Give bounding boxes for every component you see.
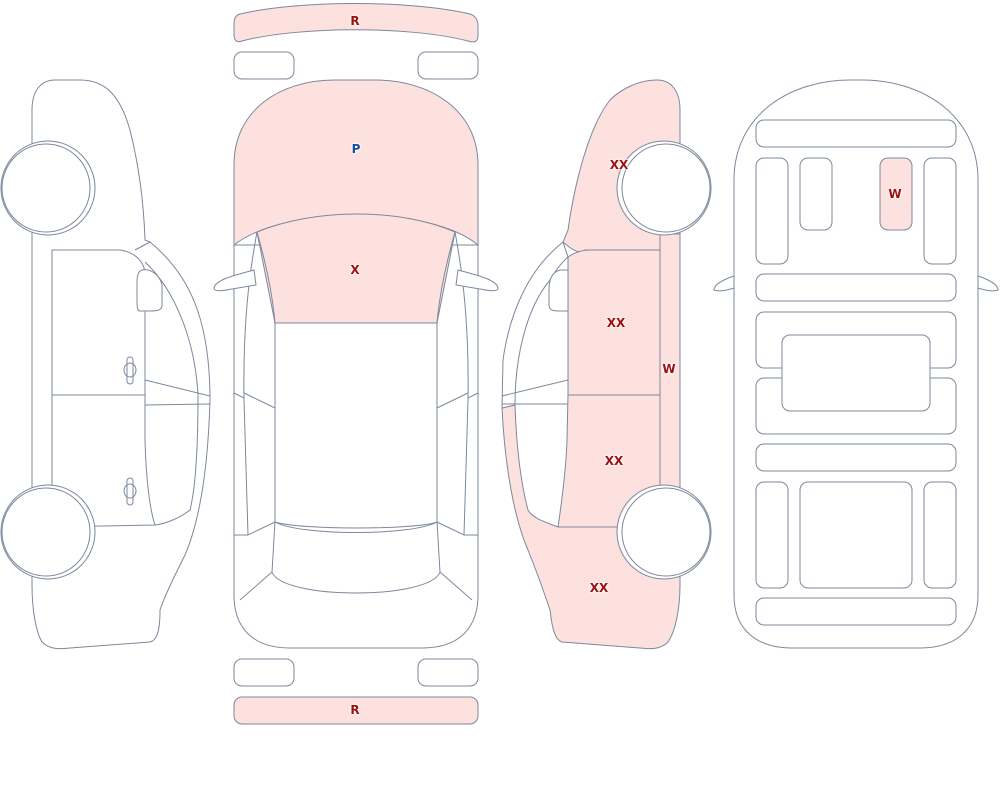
underbody-view	[713, 79, 999, 649]
rear-bumper-code: R	[350, 703, 360, 717]
underbody-left-front-rail[interactable]	[755, 157, 789, 265]
underbody-front-crossmember[interactable]	[755, 119, 957, 148]
left-window-pillar	[144, 261, 199, 526]
front-left-headlight[interactable]	[233, 51, 295, 80]
underbody-left-mirror	[713, 275, 735, 292]
left-sill-line-2	[144, 403, 211, 406]
underbody-right-front-rail[interactable]	[923, 157, 957, 265]
trunk[interactable]	[239, 571, 473, 601]
underbody-rear-panel[interactable]	[755, 597, 957, 626]
left-sill-line-1	[144, 379, 211, 397]
underbody-panel-code: W	[888, 187, 902, 201]
windshield-code: X	[350, 263, 360, 277]
top-trim-lines	[233, 392, 479, 536]
right-rear-door-code: XX	[604, 454, 624, 468]
underbody-left-rear-rail[interactable]	[755, 481, 789, 589]
left-rear-door[interactable]	[51, 394, 156, 528]
left-front-door[interactable]	[51, 249, 146, 396]
underbody-middle-crossmember[interactable]	[755, 273, 957, 302]
right-quarter-panel[interactable]	[501, 404, 681, 650]
rear-left-taillight[interactable]	[233, 658, 295, 687]
right-front-wheel[interactable]	[621, 143, 711, 233]
underbody-right-mirror	[977, 275, 999, 292]
right-rear-door[interactable]	[557, 394, 661, 528]
rear-bumper[interactable]	[233, 696, 479, 725]
left-mirror[interactable]	[136, 269, 163, 312]
left-front-wheel[interactable]	[1, 143, 91, 233]
underbody-left-inner-rail[interactable]	[799, 157, 833, 231]
right-mirror[interactable]	[548, 269, 569, 312]
right-quarter-panel-code: XX	[589, 581, 609, 595]
right-rocker-code: W	[662, 362, 676, 376]
right-rocker[interactable]	[659, 233, 681, 528]
left-rear-handle-ring	[123, 483, 137, 499]
underbody-rear-crossmember[interactable]	[755, 443, 957, 472]
front-bumper-code: R	[350, 14, 360, 28]
top-view	[213, 3, 499, 725]
left-front-handle-ring	[123, 362, 137, 378]
right-side-view	[501, 79, 712, 650]
roof[interactable]	[274, 322, 438, 529]
underbody-spare-tire-well[interactable]	[799, 481, 913, 589]
left-front-handle[interactable]	[126, 356, 134, 385]
left-a-pillar	[134, 241, 151, 251]
front-bumper[interactable]	[233, 3, 479, 43]
underbody-panel[interactable]	[879, 157, 913, 231]
rear-right-taillight[interactable]	[417, 658, 479, 687]
left-side-view	[0, 79, 211, 650]
right-body-outline	[501, 241, 569, 409]
top-left-mirror[interactable]	[213, 269, 257, 292]
right-front-fender-code: XX	[609, 158, 629, 172]
left-rear-wheel[interactable]	[1, 487, 91, 577]
right-sill-lines	[501, 379, 569, 405]
front-right-headlight[interactable]	[417, 51, 479, 80]
top-pillar-lines	[243, 392, 469, 409]
underbody-tunnel[interactable]	[781, 334, 931, 412]
left-rear-handle[interactable]	[126, 477, 134, 506]
right-front-door-code: XX	[606, 316, 626, 330]
top-right-mirror[interactable]	[455, 269, 499, 292]
underbody-right-rear-rail[interactable]	[923, 481, 957, 589]
hood-code: P	[351, 142, 361, 156]
right-rear-wheel[interactable]	[621, 487, 711, 577]
